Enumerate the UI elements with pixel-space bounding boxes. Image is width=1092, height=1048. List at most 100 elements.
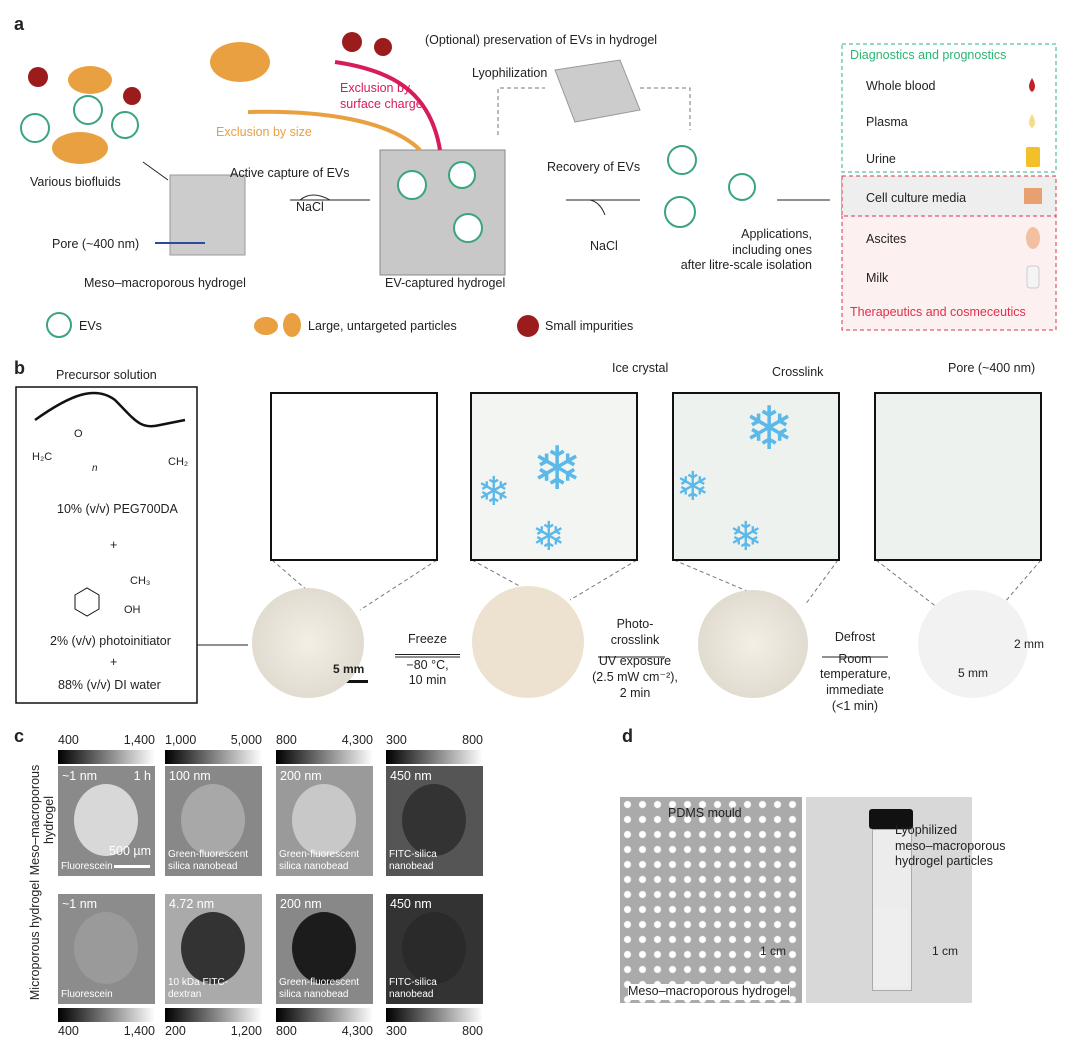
probe-name: Green-fluorescent silica nanobead	[279, 849, 360, 872]
small-impurity-icon	[374, 38, 392, 56]
time-label: 1 h	[133, 769, 151, 783]
photo-mould	[252, 588, 364, 698]
colorbar-min: 1,000	[165, 733, 197, 747]
ascites-icon	[1026, 227, 1040, 249]
item-whole-blood: Whole blood	[866, 79, 936, 93]
colorbar-min: 800	[276, 1024, 297, 1038]
meso-hydrogel-label: Meso–macroporous hydrogel	[84, 276, 246, 290]
schematic-pore	[874, 392, 1042, 561]
colorbar-max: 800	[462, 733, 483, 747]
scale-bar-label: 5 mm	[333, 662, 365, 676]
panel-d-label: d	[622, 726, 633, 746]
chem-h2c: H₂C	[32, 451, 53, 463]
item-urine: Urine	[866, 152, 896, 166]
probe-name: Green-fluorescent silica nanobead	[279, 977, 360, 1000]
probe-name: FITC-silica nanobead	[389, 977, 437, 1000]
ev-captured-label: EV-captured hydrogel	[385, 276, 506, 290]
colorbar	[165, 1008, 262, 1022]
probe-name: Fluorescein	[61, 989, 113, 1000]
precursor-title: Precursor solution	[56, 368, 157, 382]
colorbar-max: 5,000	[230, 733, 262, 747]
probe-name: 10 kDa FITC-dextran	[168, 977, 229, 1000]
pdms-mould-photo	[620, 797, 802, 1003]
colorbar	[58, 750, 155, 764]
pore-label: Pore (~400 nm)	[52, 237, 140, 251]
scale-bar	[114, 865, 150, 868]
colorbar-min: 300	[386, 733, 407, 747]
urine-cup-icon	[1026, 147, 1040, 167]
ev-captured-hydrogel-cube	[379, 149, 506, 276]
colorbar-max: 4,300	[341, 733, 373, 747]
chem-ch2: CH₂	[168, 456, 189, 468]
fluorescence-image: 100 nm Green-fluorescent silica nanobead	[165, 766, 262, 876]
chem-ch3: CH₃	[130, 575, 151, 587]
probe-size: 450 nm	[390, 769, 432, 783]
diagnostics-header: Diagnostics and prognostics	[850, 48, 1007, 62]
hydrogel-disc	[292, 912, 356, 984]
diagnostics-box	[841, 43, 1057, 173]
biofluids-label: Various biofluids	[30, 175, 121, 189]
probe-name: FITC-silica nanobead	[389, 849, 437, 872]
colorbar	[386, 750, 483, 764]
hydrogel-disc	[402, 912, 466, 984]
active-capture-label: Active capture of EVs	[230, 166, 350, 180]
chem-oh: OH	[124, 604, 141, 616]
plus-sign: +	[110, 538, 118, 552]
charge-exclusion-arrow	[334, 60, 442, 151]
nacl-label: NaCl	[296, 200, 324, 214]
small-impurity-icon	[342, 32, 362, 52]
small-impurity-icon	[28, 67, 48, 87]
photo-defrosted	[918, 590, 1028, 698]
precursor-box	[15, 386, 198, 704]
colorbar-min: 300	[386, 1024, 407, 1038]
blood-drop-icon	[1029, 78, 1035, 92]
chem-o: O	[74, 428, 83, 440]
colorbar-max: 1,400	[123, 733, 155, 747]
colorbar-min: 200	[165, 1024, 186, 1038]
photo-frozen	[472, 586, 584, 698]
panel-a-label: a	[14, 14, 25, 34]
colorbar	[386, 1008, 483, 1022]
photo-crosslinked	[698, 590, 808, 698]
probe-name: Green-fluorescent silica nanobead	[168, 849, 249, 872]
lyophilization-label: Lyophilization	[472, 66, 548, 80]
schematic-ice-crystal: ❄❄❄	[470, 392, 638, 561]
probe-size: ~1 nm	[62, 897, 98, 911]
fluorescence-image: 200 nm Green-fluorescent silica nanobead	[276, 766, 373, 876]
panel-c-label: c	[14, 726, 25, 746]
hydrogel-disc	[74, 912, 138, 984]
probe-size: 200 nm	[280, 769, 322, 783]
scale-bar-label: 1 cm	[932, 944, 959, 958]
ev-icons	[20, 95, 756, 228]
legend-evs: EVs	[79, 319, 102, 333]
large-particle-icons	[52, 42, 270, 164]
small-impurity-icon	[123, 87, 141, 105]
meso-hydrogel-cube	[169, 174, 246, 256]
meso-hydrogel-label: Meso–macroporous hydrogel	[628, 984, 790, 1000]
plasma-drop-icon	[1029, 114, 1035, 128]
dimension-height: 2 mm	[1014, 637, 1044, 651]
probe-size: 100 nm	[169, 769, 211, 783]
colorbar-max: 800	[462, 1024, 483, 1038]
optional-preservation-label: (Optional) preservation of EVs in hydrog…	[425, 33, 658, 47]
step-freeze: Freeze−80 °C,10 min	[395, 632, 460, 689]
size-exclusion-arrow	[247, 109, 422, 152]
item-milk: Milk	[866, 271, 889, 285]
probe-size: 4.72 nm	[169, 897, 215, 911]
recovery-label: Recovery of EVs	[547, 160, 641, 174]
scale-bar-label: 1 cm	[760, 944, 787, 958]
crosslink-label: Crosslink	[772, 365, 824, 379]
item-cell-culture: Cell culture media	[866, 191, 967, 205]
photoinitiator-label: 2% (v/v) photoinitiator	[50, 634, 171, 648]
scale-bar-label: 500 µm	[109, 844, 151, 858]
probe-size: ~1 nm	[62, 769, 98, 783]
dimension-width: 5 mm	[958, 666, 988, 680]
